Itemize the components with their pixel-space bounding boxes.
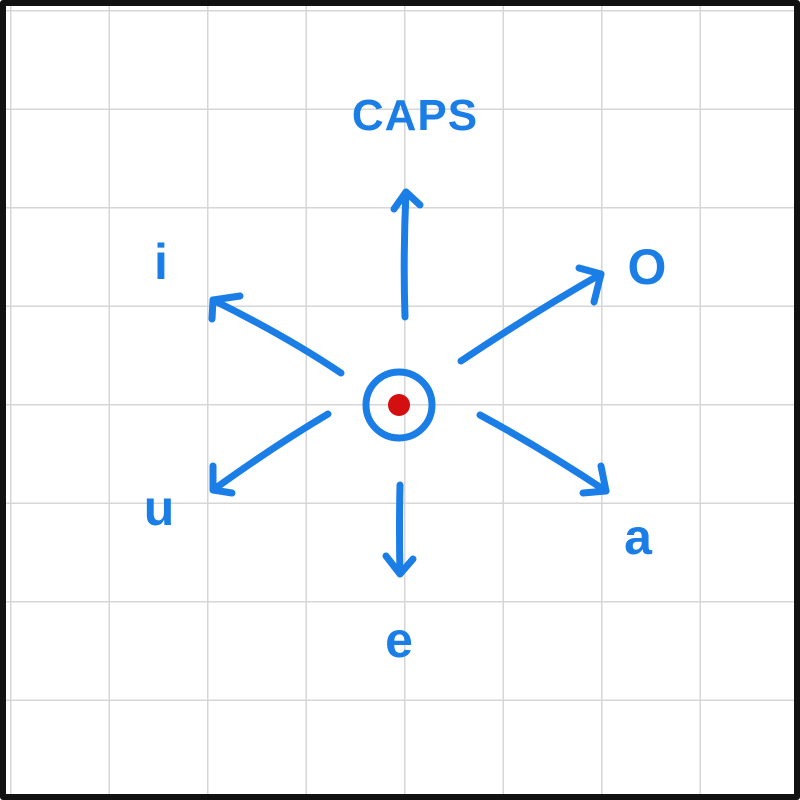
center-dot [388,394,410,416]
gesture-diagram [208,188,610,578]
arrow-down [382,481,417,578]
arrow-up-right [457,264,605,365]
arrow-up [390,188,424,321]
label-u: u [143,480,175,536]
arrow-down-left [209,410,332,497]
label-o: O [627,239,667,295]
arrow-up-left [208,292,345,377]
target-icon [362,368,436,442]
label-e: e [385,612,413,668]
target-ring [362,368,436,442]
label-i: i [154,234,168,290]
label-caps: CAPS [351,91,479,140]
arrow-down-right [476,411,610,497]
label-a: a [624,509,652,565]
